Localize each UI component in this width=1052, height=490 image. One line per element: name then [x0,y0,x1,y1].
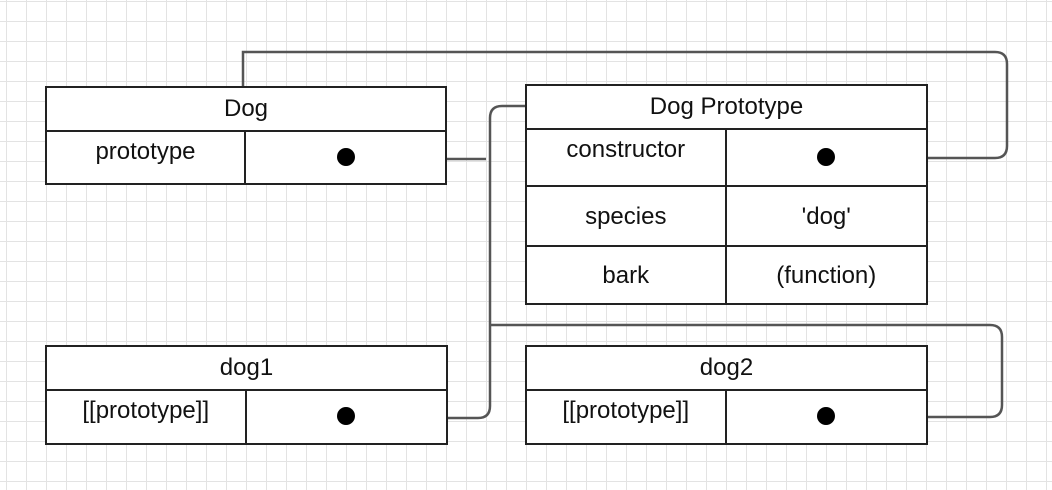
dog2-title: dog2 [527,347,926,391]
dog1-prototype-value [247,389,447,443]
constructor-value [727,128,927,185]
constructor-key: constructor [527,128,727,185]
bark-key: bark [527,247,727,305]
dog-title: Dog [47,88,445,132]
pointer-dot [817,147,836,166]
species-value: 'dog' [801,203,851,230]
species-key: species [527,187,727,247]
dog-prototype-title: Dog Prototype [527,86,926,130]
dog-object-box: Dog prototype [45,86,447,185]
dog1-title: dog1 [47,347,446,391]
dog2-object-box: dog2 [[prototype]] [525,345,928,445]
dog-prototype-object-box: Dog Prototype constructor species 'dog' … [525,84,928,305]
dog2-prototype-value [727,389,927,443]
pointer-dot [817,407,836,425]
dog1-prototype-key: [[prototype]] [47,389,247,443]
dog-prototype-value [246,130,445,183]
dog1-object-box: dog1 [[prototype]] [45,345,448,445]
bark-value: (function) [776,262,877,289]
pointer-dot [337,407,356,425]
dog-prototype-key: prototype [47,130,246,183]
dog2-prototype-key: [[prototype]] [527,389,727,443]
pointer-dot [336,147,355,166]
